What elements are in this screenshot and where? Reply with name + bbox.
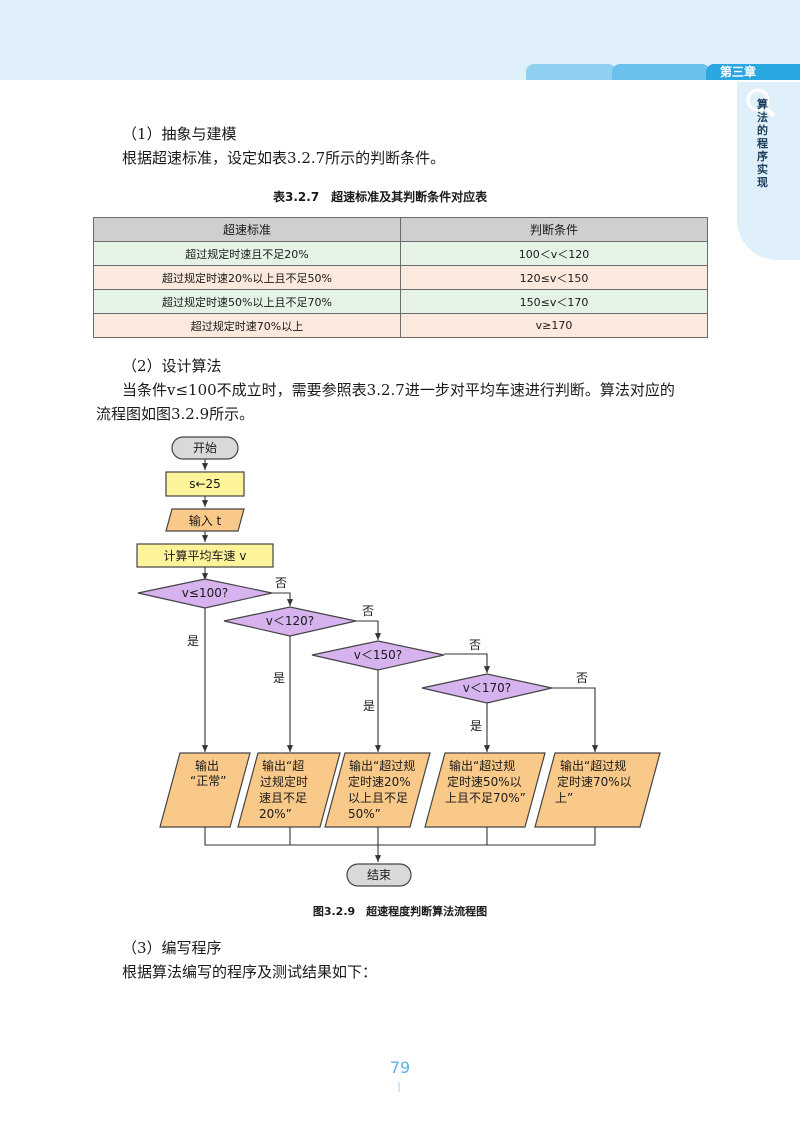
page-tick-decoration bbox=[398, 1082, 400, 1092]
decision-v100 bbox=[137, 578, 273, 609]
table-header-cell: 判断条件 bbox=[400, 217, 708, 242]
output-line: 20%” bbox=[259, 807, 292, 821]
no-label: 否 bbox=[275, 576, 287, 590]
decision-v150-label: v＜150? bbox=[354, 648, 402, 662]
start-label: 开始 bbox=[193, 441, 217, 455]
section2-title: （2）设计算法 bbox=[122, 357, 222, 375]
flowchart: 开始 s←25 输入 t 计算平均车速 v v≤100? v＜120? v＜15… bbox=[136, 436, 661, 918]
output-line: 过规定时 bbox=[260, 774, 308, 789]
table-row: 超过规定时速且不足20% 100＜v＜120 bbox=[93, 241, 708, 266]
compute-process bbox=[136, 543, 274, 568]
yes-label: 是 bbox=[470, 719, 482, 733]
output-under20 bbox=[237, 752, 341, 828]
yes-label: 是 bbox=[273, 671, 285, 685]
output-line: 速且不足 bbox=[259, 791, 307, 805]
figure-caption: 图3.2.9 超速程度判断算法流程图 bbox=[313, 904, 487, 918]
header-tab-decoration bbox=[526, 64, 616, 80]
table-row: 超过规定时速50%以上且不足70% 150≤v＜170 bbox=[93, 289, 708, 314]
chapter-tab: 第三章 bbox=[706, 64, 800, 80]
no-label: 否 bbox=[362, 604, 374, 618]
decision-v120-label: v＜120? bbox=[266, 614, 314, 628]
table-cell: v≥170 bbox=[400, 313, 708, 338]
yes-label: 是 bbox=[363, 699, 375, 713]
output-line: 输出“超过规 bbox=[449, 758, 515, 773]
section1-title: （1）抽象与建模 bbox=[122, 125, 237, 143]
table-header-cell: 超速标准 bbox=[93, 217, 401, 242]
output-line: 定时速20% bbox=[348, 774, 411, 789]
output-normal bbox=[159, 752, 251, 828]
output-20to50 bbox=[324, 752, 431, 828]
no-label: 否 bbox=[576, 671, 588, 685]
start-terminal bbox=[171, 436, 239, 460]
output-line: 定时速70%以 bbox=[557, 774, 632, 789]
table-cell: 120≤v＜150 bbox=[400, 265, 708, 290]
output-line: 以上且不足 bbox=[348, 791, 408, 805]
table-cell: 150≤v＜170 bbox=[400, 289, 708, 314]
table-cell: 超过规定时速50%以上且不足70% bbox=[93, 289, 401, 314]
table-header-row: 超速标准 判断条件 bbox=[93, 217, 708, 242]
output-50to70 bbox=[424, 752, 546, 828]
decision-v170-label: v＜170? bbox=[463, 681, 511, 695]
section2-body-line2: 流程图如图3.2.9所示。 bbox=[96, 405, 255, 423]
section2-body-line1: 当条件v≤100不成立时，需要参照表3.2.7进一步对平均车速进行判断。算法对应… bbox=[122, 381, 675, 399]
header-tab-decoration bbox=[612, 64, 710, 80]
no-label: 否 bbox=[469, 638, 481, 652]
end-label: 结束 bbox=[367, 868, 391, 882]
side-tab-title: 算法的程序实现 bbox=[757, 98, 768, 189]
table-cell: 超过规定时速70%以上 bbox=[93, 313, 401, 338]
table-cell: 100＜v＜120 bbox=[400, 241, 708, 266]
table-cell: 超过规定时速20%以上且不足50% bbox=[93, 265, 401, 290]
decision-v150 bbox=[311, 640, 445, 671]
input-label: 输入 t bbox=[189, 513, 222, 528]
section1-body: 根据超速标准，设定如表3.2.7所示的判断条件。 bbox=[122, 149, 446, 167]
output-line: 定时速50%以 bbox=[447, 774, 522, 789]
end-terminal bbox=[346, 863, 412, 887]
output-line: 输出 bbox=[195, 758, 219, 773]
output-over70 bbox=[534, 752, 661, 828]
table-cell: 超过规定时速且不足20% bbox=[93, 241, 401, 266]
section3-title: （3）编写程序 bbox=[122, 939, 222, 957]
table-row: 超过规定时速70%以上 v≥170 bbox=[93, 313, 708, 338]
page-number: 79 bbox=[389, 1058, 411, 1077]
compute-label: 计算平均车速 v bbox=[164, 548, 247, 563]
output-line: 输出“超 bbox=[262, 758, 304, 773]
section3-body: 根据算法编写的程序及测试结果如下： bbox=[122, 963, 378, 981]
flow-connectors bbox=[201, 459, 599, 862]
output-line: 上” bbox=[555, 791, 573, 805]
output-line: “正常” bbox=[190, 774, 226, 788]
yes-label: 是 bbox=[187, 634, 199, 648]
output-line: 50%” bbox=[348, 807, 381, 821]
input-io bbox=[165, 508, 245, 532]
decision-v120 bbox=[223, 606, 357, 637]
output-line: 输出“超过规 bbox=[349, 758, 415, 773]
assign-label: s←25 bbox=[189, 477, 221, 491]
table-row: 超过规定时速20%以上且不足50% 120≤v＜150 bbox=[93, 265, 708, 290]
criteria-table: 超速标准 判断条件 超过规定时速且不足20% 100＜v＜120 超过规定时速2… bbox=[93, 217, 708, 338]
output-line: 输出“超过规 bbox=[560, 758, 626, 773]
assign-process bbox=[165, 471, 245, 497]
decision-v100-label: v≤100? bbox=[182, 586, 228, 600]
magnifier-icon bbox=[746, 88, 775, 117]
decision-v170 bbox=[421, 673, 553, 704]
table-caption: 表3.2.7 超速标准及其判断条件对应表 bbox=[273, 190, 488, 204]
output-line: 上且不足70%” bbox=[445, 791, 526, 805]
